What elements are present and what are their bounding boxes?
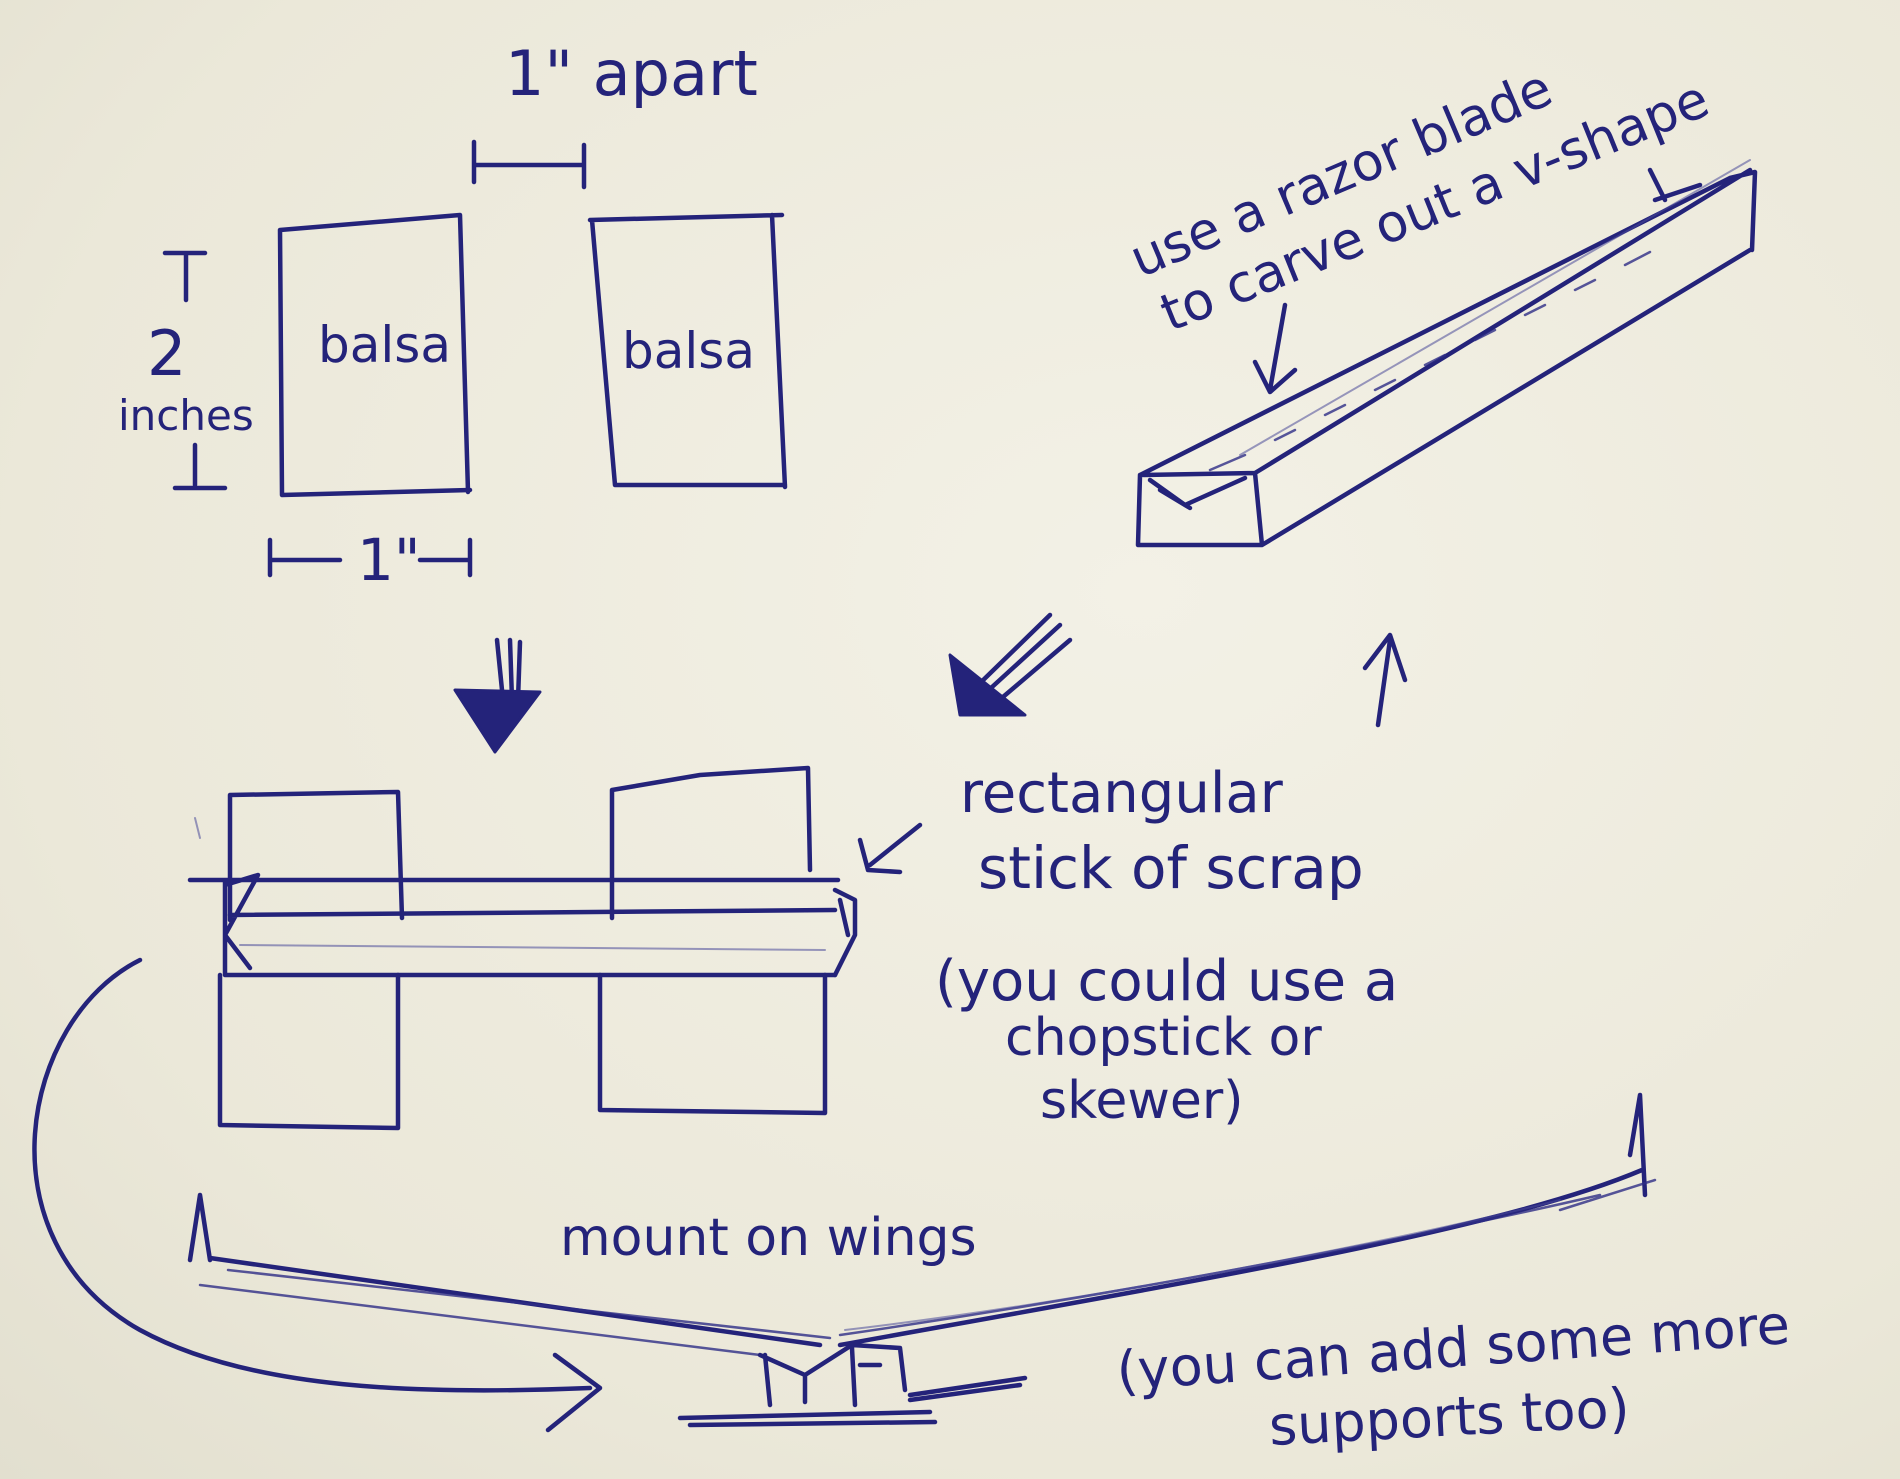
up-arrow: [1365, 635, 1405, 725]
assembly-sketch: rectangular stick of scrap (you could us…: [190, 761, 1398, 1131]
beam-v-notch: [1150, 478, 1245, 508]
stick-v-end: [835, 890, 855, 975]
assembly-block-left-top: [230, 792, 402, 920]
mount-curved-arrow: [34, 960, 590, 1390]
wing-mount-sketch: mount on wings (you can add some more su…: [34, 960, 1791, 1458]
balsa-blocks-sketch: 1" apart balsa balsa 2 inches 1": [118, 37, 785, 594]
height-value: 2: [147, 317, 186, 390]
stick-pointer-arrow: [860, 825, 920, 872]
assembly-block-left-bottom: [220, 975, 398, 1128]
wing-mount-bracket: [760, 1345, 905, 1405]
alt-label-line2: chopstick or: [1005, 1008, 1322, 1068]
assembly-block-right-bottom: [600, 975, 825, 1113]
width-label: 1": [357, 526, 421, 594]
height-unit: inches: [118, 391, 254, 440]
balsa-block-left-label: balsa: [318, 316, 451, 374]
stick-label-line2: stick of scrap: [978, 834, 1364, 902]
carved-beam-sketch: use a razor blade to carve out a v-shape: [1122, 58, 1755, 545]
balsa-block-right-label: balsa: [622, 322, 755, 380]
gap-label: 1" apart: [505, 37, 758, 110]
mount-label: mount on wings: [560, 1208, 977, 1268]
scrap-stick: [190, 875, 838, 975]
stick-label-line1: rectangular: [960, 761, 1284, 826]
assembly-block-right-top: [612, 768, 810, 918]
alt-label-line3: skewer): [1040, 1071, 1244, 1131]
gap-dimension-line: [474, 142, 584, 187]
razor-pointer-arrow: [1255, 305, 1295, 392]
down-arrow: [455, 640, 540, 752]
alt-label-line1: (you could use a: [935, 949, 1398, 1014]
diagonal-arrow: [950, 615, 1070, 715]
